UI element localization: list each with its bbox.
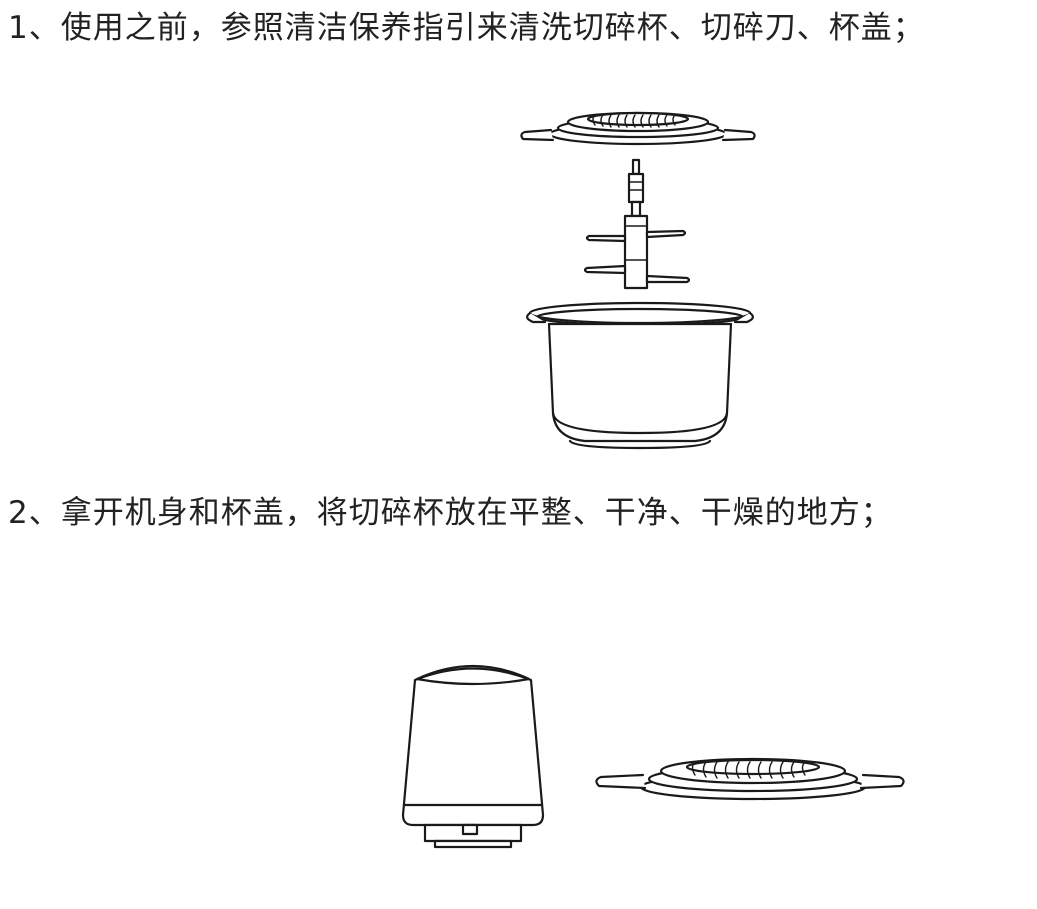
lid-icon xyxy=(520,111,756,146)
motor-body-and-lid-icon xyxy=(401,665,905,849)
motor-body-icon xyxy=(401,665,545,849)
step-1-text: 1、使用之前，参照清洁保养指引来清洗切碎杯、切碎刀、杯盖； xyxy=(8,10,925,46)
step-2-text: 2、拿开机身和杯盖，将切碎杯放在平整、干净、干燥的地方； xyxy=(8,495,893,531)
bowl-icon xyxy=(526,301,754,450)
lid-icon xyxy=(595,757,905,801)
exploded-chopper-parts-icon xyxy=(520,111,756,450)
blade-icon xyxy=(583,158,691,290)
